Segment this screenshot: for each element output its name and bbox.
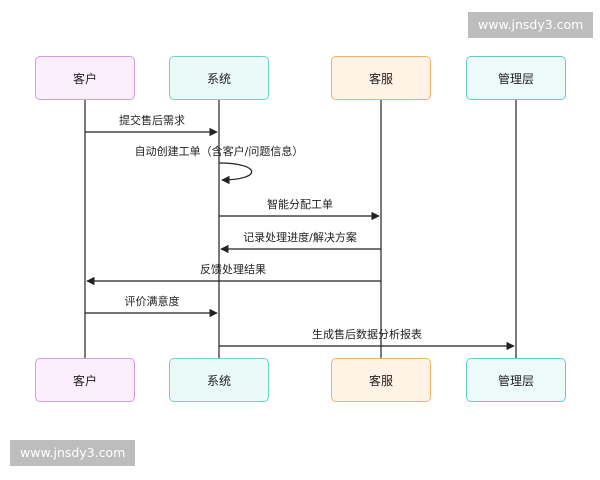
watermark-bottom: www.jnsdy3.com — [10, 440, 136, 466]
actor-system-top: 系统 — [169, 56, 269, 100]
actor-customer-top: 客户 — [35, 56, 135, 100]
actor-customer-bottom: 客户 — [35, 358, 135, 402]
actor-service-bottom: 客服 — [331, 358, 431, 402]
message-label-rate: 评价满意度 — [125, 294, 180, 308]
watermark-top: www.jnsdy3.com — [468, 12, 594, 38]
message-label-record: 记录处理进度/解决方案 — [243, 230, 357, 244]
message-label-create-ticket: 自动创建工单（含客户/问题信息） — [135, 144, 304, 158]
actor-manager-bottom: 管理层 — [466, 358, 566, 402]
message-label-submit: 提交售后需求 — [119, 113, 185, 127]
actor-service-top: 客服 — [331, 56, 431, 100]
actor-system-bottom: 系统 — [169, 358, 269, 402]
message-label-report: 生成售后数据分析报表 — [312, 327, 422, 341]
message-label-assign: 智能分配工单 — [267, 197, 333, 211]
actor-manager-top: 管理层 — [466, 56, 566, 100]
message-arrow-create-ticket — [218, 162, 253, 185]
message-label-feedback: 反馈处理结果 — [200, 263, 266, 276]
